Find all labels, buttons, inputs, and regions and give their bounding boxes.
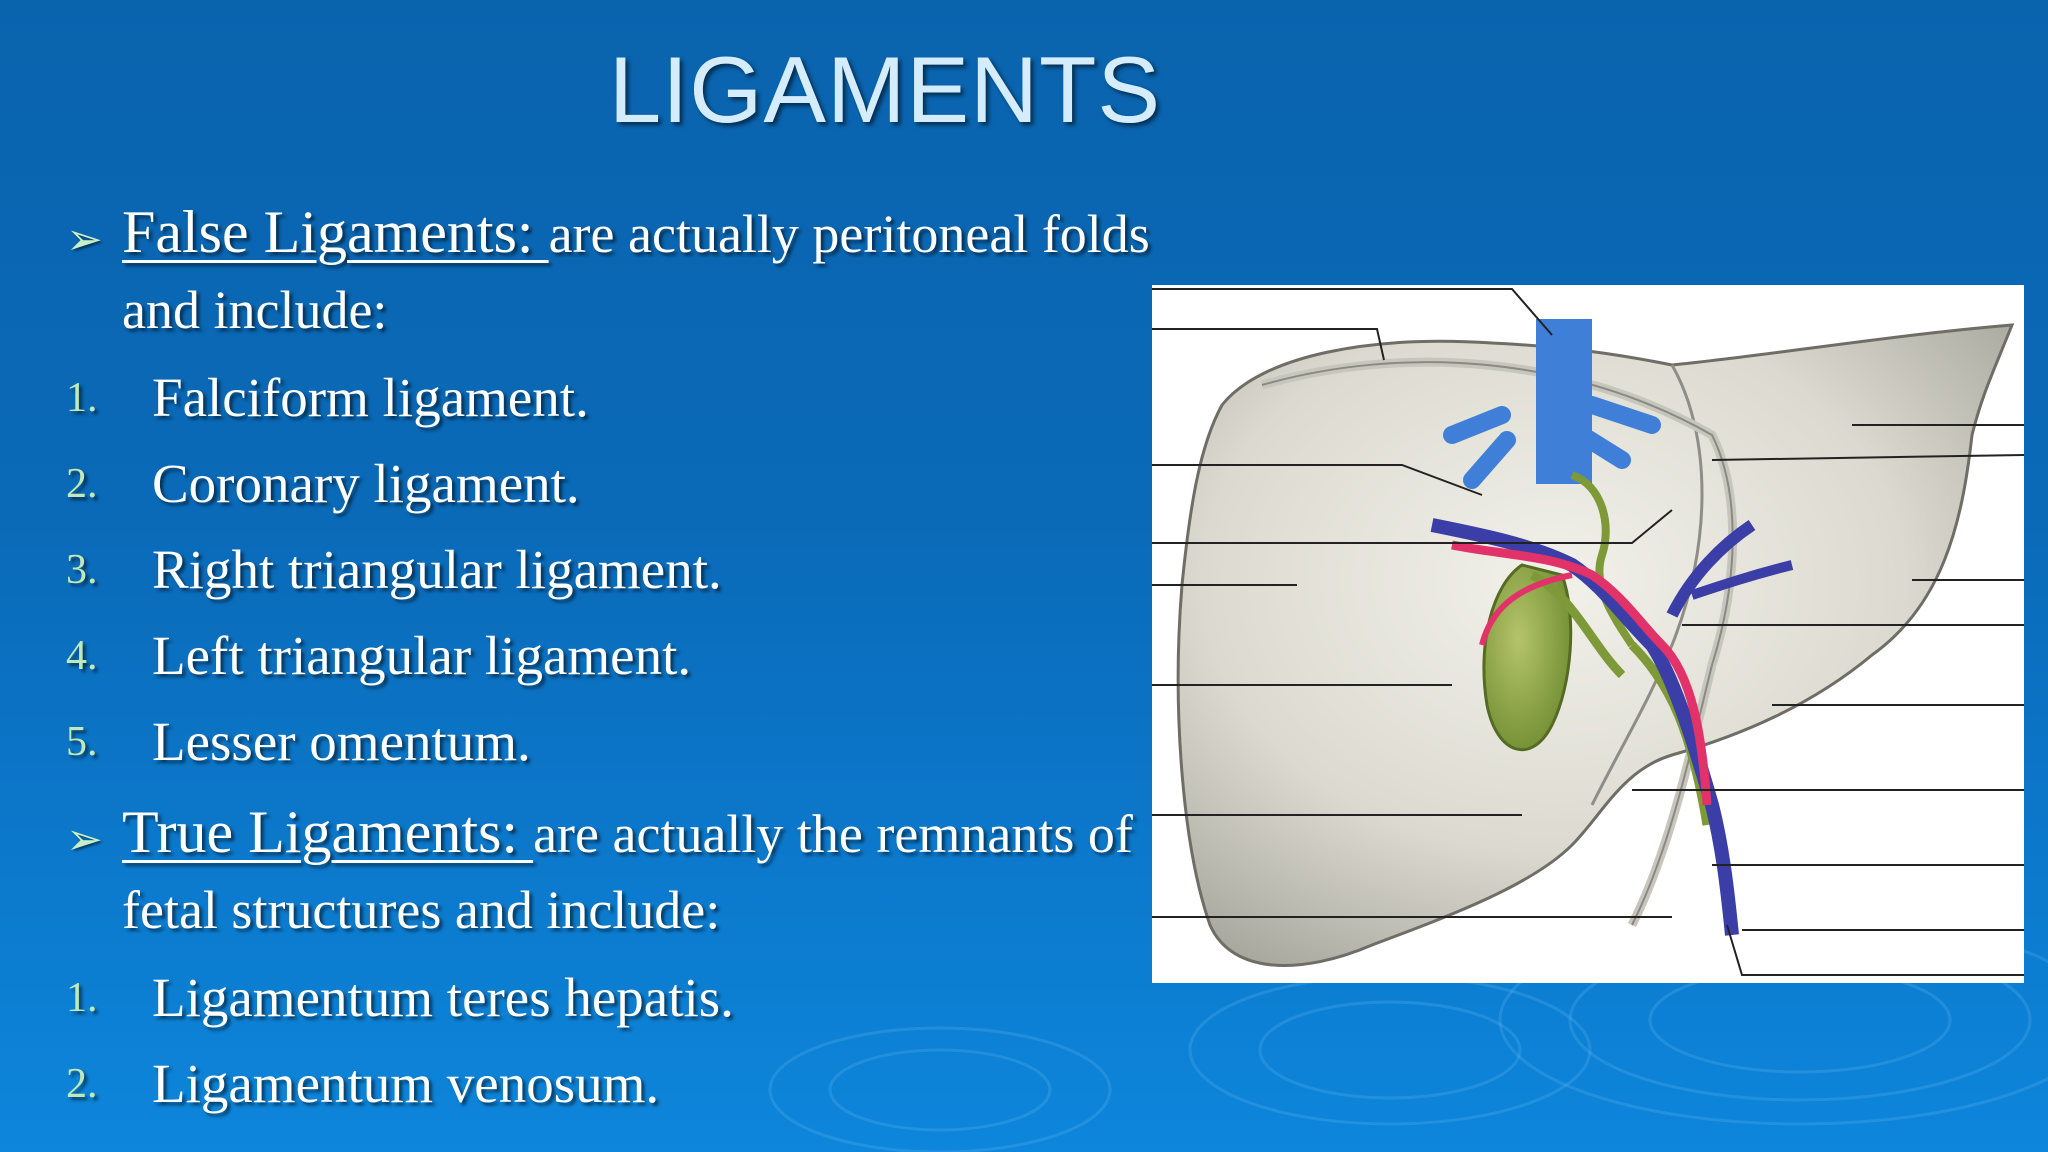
section-term: False Ligaments: xyxy=(122,199,549,265)
item-text: Falciform ligament. xyxy=(152,367,589,428)
true-ligaments-section: ➢ True Ligaments: are actually the remna… xyxy=(66,795,1186,1127)
list-item: 4. Left triangular ligament. xyxy=(66,613,1186,699)
item-number: 5. xyxy=(66,719,98,765)
arrow-bullet-icon: ➢ xyxy=(66,814,103,865)
section-description: are actually peritoneal folds and includ… xyxy=(122,204,1150,340)
false-ligaments-section: ➢ False Ligaments: are actually peritone… xyxy=(66,195,1186,785)
section-term: True Ligaments: xyxy=(122,799,534,865)
item-text: Left triangular ligament. xyxy=(152,625,692,686)
arrow-bullet-icon: ➢ xyxy=(66,214,103,265)
item-text: Lesser omentum. xyxy=(152,711,531,772)
liver-anatomy-diagram-icon xyxy=(1152,288,2024,976)
list-item: 5. Lesser omentum. xyxy=(66,699,1186,785)
liver-figure xyxy=(1152,285,2024,983)
list-item: 2. Ligamentum venosum. xyxy=(66,1041,1186,1127)
item-number: 2. xyxy=(66,461,98,507)
item-number: 4. xyxy=(66,633,98,679)
item-number: 3. xyxy=(66,547,98,593)
section-description: are actually the remnants of fetal struc… xyxy=(122,804,1133,940)
false-ligaments-list: 1. Falciform ligament. 2. Coronary ligamen… xyxy=(66,355,1186,785)
item-text: Ligamentum venosum. xyxy=(152,1053,660,1114)
item-text: Right triangular ligament. xyxy=(152,539,722,600)
list-item: 1. Ligamentum teres hepatis. xyxy=(66,955,1186,1041)
true-ligaments-heading: ➢ True Ligaments: are actually the remna… xyxy=(66,795,1186,947)
item-number: 1. xyxy=(66,975,98,1021)
list-item: 3. Right triangular ligament. xyxy=(66,527,1186,613)
item-text: Coronary ligament. xyxy=(152,453,580,514)
slide-title: LIGAMENTS xyxy=(608,37,1162,142)
item-number: 1. xyxy=(66,375,98,421)
item-number: 2. xyxy=(66,1061,98,1107)
false-ligaments-heading: ➢ False Ligaments: are actually peritone… xyxy=(66,195,1186,347)
list-item: 2. Coronary ligament. xyxy=(66,441,1186,527)
true-ligaments-list: 1. Ligamentum teres hepatis. 2. Ligamentum… xyxy=(66,955,1186,1127)
item-text: Ligamentum teres hepatis. xyxy=(152,967,734,1028)
list-item: 1. Falciform ligament. xyxy=(66,355,1186,441)
